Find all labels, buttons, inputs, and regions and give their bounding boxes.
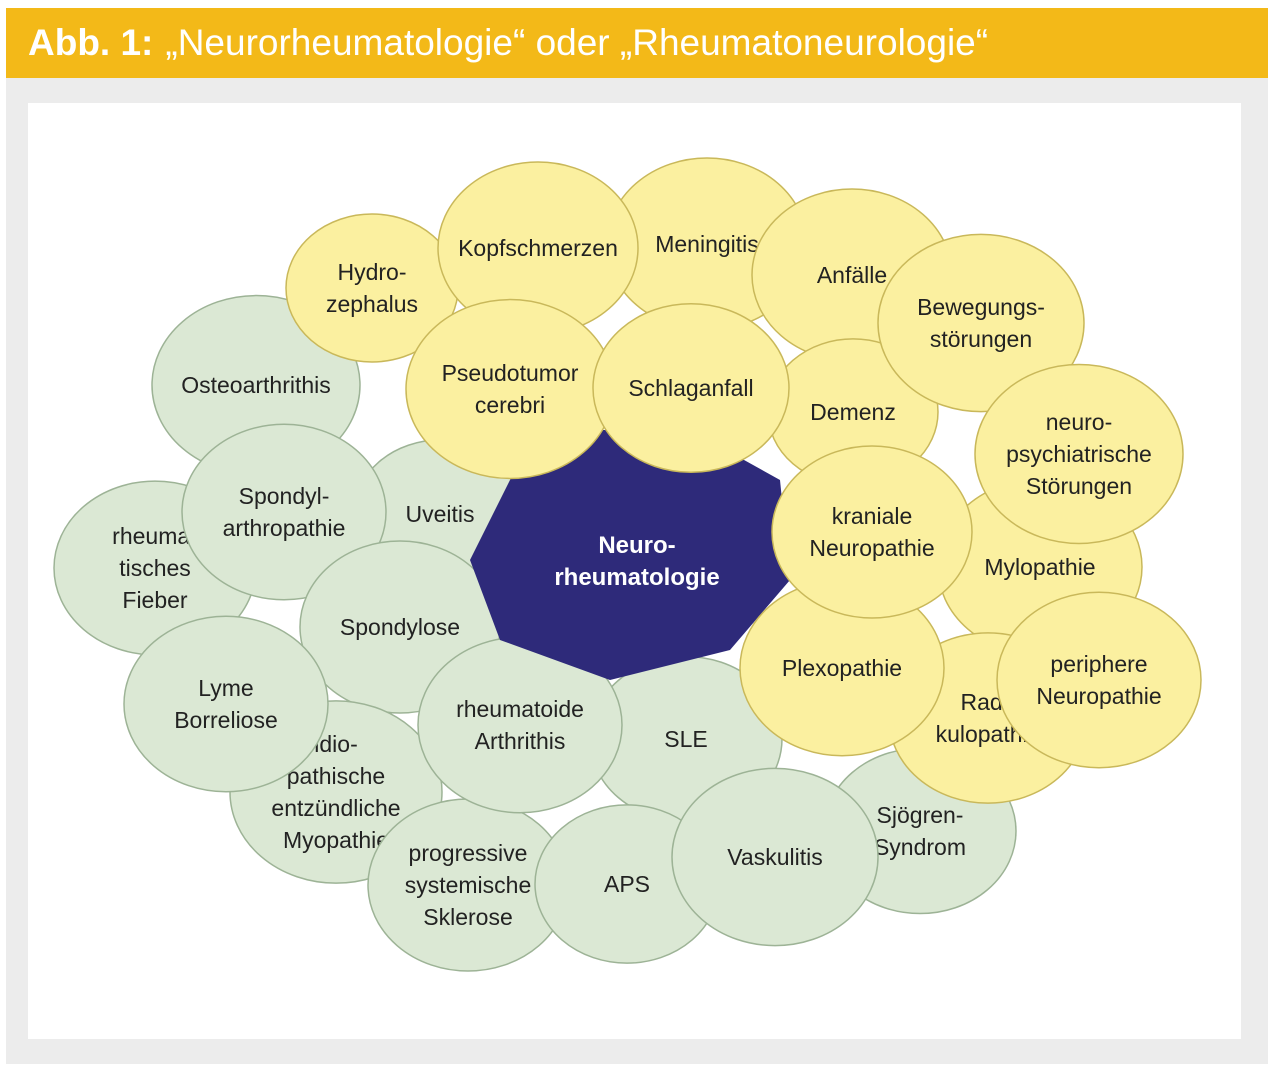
center-node-label: rheumatologie <box>554 564 719 591</box>
rheuma-bubble-shape <box>671 767 879 947</box>
neuro-bubble-label: Schlaganfall <box>628 375 753 401</box>
neuro-bubble-kopfschmerzen: Kopfschmerzen <box>437 161 639 335</box>
rheuma-bubble-label: Myopathie <box>283 827 389 853</box>
rheuma-bubble-label: SLE <box>664 726 707 752</box>
rheuma-bubble-spondylarthropathie: Spondyl-arthropathie <box>181 423 387 601</box>
neuro-bubble-hydrozephalus: Hydro-zephalus <box>285 213 459 363</box>
rheuma-bubble-label: Spondylose <box>340 614 460 640</box>
figure-header: Abb. 1: „Neurorheumatologie“ oder „Rheuma… <box>6 8 1268 78</box>
rheuma-bubble-label: Arthrithis <box>475 728 566 754</box>
neuro-bubble-shape <box>877 233 1085 413</box>
rheuma-bubble-label: pathische <box>287 763 385 789</box>
neuro-bubble-shape <box>592 302 790 474</box>
center-node <box>470 430 790 680</box>
rheuma-bubble-label: tisches <box>119 555 191 581</box>
rheuma-bubble-label: Osteoarthrithis <box>181 372 331 398</box>
neuro-bubble-label: Neuropathie <box>809 535 934 561</box>
figure-heading: Abb. 1: „Neurorheumatologie“ oder „Rheuma… <box>28 22 988 64</box>
neuro-bubble-label: Störungen <box>1026 473 1132 499</box>
rheuma-bubble-label: entzündliche <box>271 795 400 821</box>
neuro-bubble-label: zephalus <box>326 291 418 317</box>
neuro-bubble-label: Bewegungs- <box>917 294 1045 320</box>
rheuma-bubble-label: Fieber <box>122 587 188 613</box>
neuro-bubble-label: cerebri <box>475 392 545 418</box>
neuro-bubble-label: psychiatrische <box>1006 441 1152 467</box>
rheuma-bubble-label: Sjögren- <box>877 802 964 828</box>
neuro-bubble-label: Demenz <box>810 399 896 425</box>
center-node-shape <box>470 430 790 680</box>
rheuma-bubble-shape <box>123 615 329 793</box>
rheuma-bubble-label: APS <box>604 871 650 897</box>
rheuma-bubble-label: Vaskulitis <box>727 844 822 870</box>
neuro-bubble-shape <box>996 591 1202 769</box>
neuro-bubble-label: Anfälle <box>817 262 887 288</box>
rheuma-bubble-label: Lyme <box>198 675 253 701</box>
neuro-bubble-label: Neuropathie <box>1036 683 1161 709</box>
neuro-bubble-label: störungen <box>930 326 1032 352</box>
rheuma-bubble-label: arthropathie <box>223 515 346 541</box>
neuro-bubble-shape <box>405 298 615 480</box>
neuro-bubble-label: Hydro- <box>337 259 406 285</box>
neuro-bubble-label: Pseudotumor <box>442 360 579 386</box>
rheuma-bubble-shape <box>181 423 387 601</box>
rheuma-bubble-label: Borreliose <box>174 707 278 733</box>
rheuma-bubble-label: Sklerose <box>423 904 512 930</box>
figure-title: „Neurorheumatologie“ oder „Rheumatoneuro… <box>165 22 989 63</box>
neuro-bubble-pseudotumor: Pseudotumor cerebri <box>405 298 615 480</box>
neuro-bubble-bewegungsstoerungen: Bewegungs-störungen <box>877 233 1085 413</box>
neuro-bubble-label: periphere <box>1050 651 1147 677</box>
rheuma-bubble-label: Syndrom <box>874 834 966 860</box>
neuro-bubble-schlaganfall: Schlaganfall <box>592 302 790 474</box>
neuro-bubble-label: Plexopathie <box>782 655 902 681</box>
rheuma-bubble-label: systemische <box>405 872 532 898</box>
neuro-bubble-shape <box>974 363 1184 545</box>
neuro-bubble-label: neuro- <box>1046 409 1112 435</box>
rheuma-bubble-label: progressive <box>409 840 528 866</box>
neuro-bubble-label: kraniale <box>832 503 913 529</box>
neuro-bubble-plexopathie: Plexopathie <box>739 579 945 757</box>
neuro-bubble-shape <box>771 445 973 619</box>
center-node-label: Neuro- <box>598 532 675 559</box>
figure-label: Abb. 1: <box>28 22 154 63</box>
neuro-bubble-label: Meningitis <box>655 231 759 257</box>
rheuma-bubble-label: Spondyl- <box>239 483 330 509</box>
neuro-bubble-label: Kopfschmerzen <box>458 235 618 261</box>
neuro-bubble-label: Mylopathie <box>984 554 1095 580</box>
rheuma-bubble-label: rheumatoide <box>456 696 584 722</box>
rheuma-bubble-label: Uveitis <box>405 501 474 527</box>
rheuma-bubble-vaskulitis: Vaskulitis <box>671 767 879 947</box>
